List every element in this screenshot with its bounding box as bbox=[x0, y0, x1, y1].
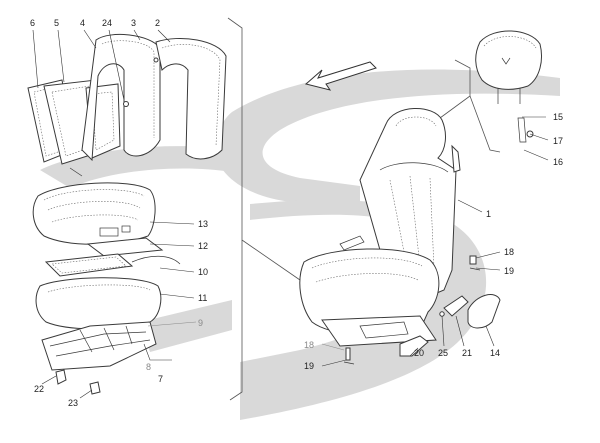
callout-labels: 6 5 4 24 3 2 13 12 10 11 9 8 7 22 23 15 … bbox=[30, 18, 563, 408]
headrest bbox=[475, 30, 542, 143]
callout-4: 4 bbox=[80, 18, 85, 28]
callout-19-left: 19 bbox=[304, 361, 314, 371]
screw-18-icon bbox=[469, 255, 477, 265]
callout-13: 13 bbox=[198, 219, 208, 229]
screw-18b-icon bbox=[345, 347, 351, 361]
callout-11: 11 bbox=[198, 293, 207, 303]
callout-3: 3 bbox=[131, 18, 136, 28]
backrest-frame-covers bbox=[81, 34, 227, 162]
trim-20-icon bbox=[399, 335, 429, 357]
group-bracket bbox=[227, 17, 501, 401]
callout-21: 21 bbox=[462, 348, 472, 358]
bracket-22-icon bbox=[55, 369, 67, 385]
seat-heater-pad bbox=[44, 237, 181, 277]
callout-14: 14 bbox=[490, 348, 500, 358]
seat-cushion-cover bbox=[32, 182, 156, 245]
callout-6: 6 bbox=[30, 18, 35, 28]
callout-9: 9 bbox=[198, 318, 203, 328]
trim-covers bbox=[343, 255, 501, 365]
callout-24: 24 bbox=[102, 18, 112, 28]
callout-2: 2 bbox=[155, 18, 160, 28]
callout-12: 12 bbox=[198, 241, 208, 251]
direction-arrow-icon bbox=[304, 61, 377, 91]
callout-18-left: 18 bbox=[304, 340, 314, 350]
trim-21-icon bbox=[443, 295, 469, 317]
callout-10: 10 bbox=[198, 267, 208, 277]
callout-17: 17 bbox=[553, 136, 563, 146]
seat-foam bbox=[35, 277, 162, 330]
small-fasteners bbox=[55, 369, 101, 395]
screw-25-icon bbox=[439, 311, 445, 317]
callout-7: 7 bbox=[158, 374, 163, 384]
callout-19-right: 19 bbox=[504, 266, 514, 276]
callout-25: 25 bbox=[438, 348, 448, 358]
seat-frame bbox=[41, 321, 197, 371]
trim-14-icon bbox=[467, 294, 501, 329]
callout-15: 15 bbox=[553, 112, 563, 122]
callout-8: 8 bbox=[146, 362, 151, 372]
callout-5: 5 bbox=[54, 18, 59, 28]
bolt-23-icon bbox=[89, 381, 101, 395]
callout-1: 1 bbox=[486, 209, 491, 219]
callout-18-right: 18 bbox=[504, 247, 514, 257]
callout-22: 22 bbox=[34, 384, 44, 394]
clip-24-icon bbox=[123, 101, 129, 107]
leader-lines bbox=[32, 29, 549, 399]
callout-23: 23 bbox=[68, 398, 78, 408]
callout-20: 20 bbox=[414, 348, 424, 358]
callout-16: 16 bbox=[553, 157, 563, 167]
seat-assembly bbox=[299, 107, 461, 347]
